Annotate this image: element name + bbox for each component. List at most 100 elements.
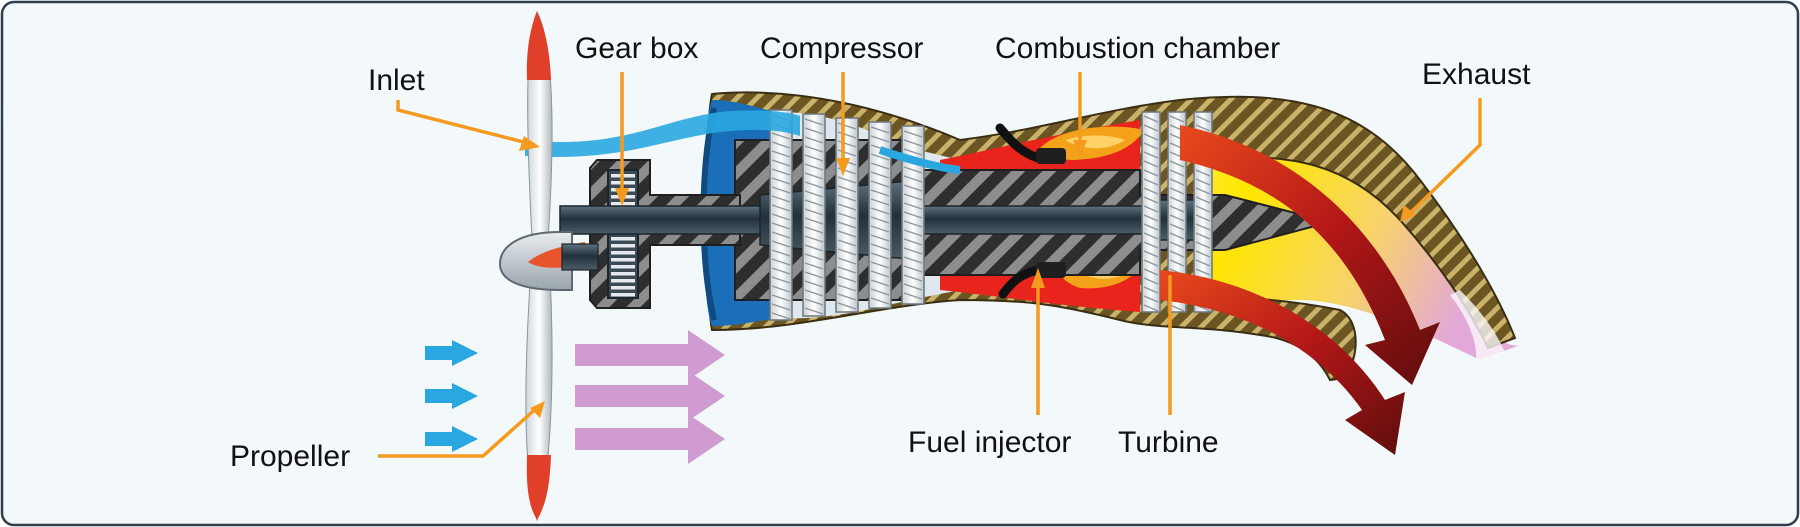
air-arrow-group: [425, 340, 478, 452]
compressor-blade: [771, 249, 791, 257]
compressor-blade: [804, 118, 824, 126]
leader-arrowheads: [519, 136, 1416, 418]
turbine-blade: [1169, 259, 1185, 267]
turbine-blade: [1143, 304, 1159, 312]
leader-lines: [378, 72, 1482, 458]
label-turbine: Turbine: [1118, 426, 1219, 459]
compressor-blade: [903, 238, 923, 246]
compressor-blade: [837, 239, 857, 247]
compressor-blade: [870, 270, 890, 278]
compressor-blade: [771, 159, 791, 167]
label-combustion-chamber: Combustion chamber: [995, 32, 1280, 65]
turbine-blade: [1169, 187, 1185, 195]
compressor-blade: [870, 243, 890, 251]
turbine-blade: [1143, 259, 1159, 267]
compressor-blade: [870, 279, 890, 287]
compressor-blade: [903, 265, 923, 273]
turbine-blade: [1143, 151, 1159, 159]
gear-tooth: [611, 237, 635, 241]
turbine-blade: [1195, 205, 1211, 213]
thrust-arrow-icon: [575, 330, 725, 380]
exhaust-arrow-upper-icon: [1180, 125, 1440, 385]
turbine-blade: [1143, 178, 1159, 186]
compressor-blade: [771, 204, 791, 212]
compressor-blade: [771, 186, 791, 194]
compressor-blade: [837, 140, 857, 148]
turbine-blade: [1195, 169, 1211, 177]
compressor-blade: [837, 230, 857, 238]
compressor-blade: [804, 127, 824, 135]
thrust-arrow-icon: [575, 414, 725, 464]
turbine-blade: [1143, 295, 1159, 303]
compressor-blade: [903, 166, 923, 174]
compressor-blade: [771, 150, 791, 158]
arrowhead-combustion: [1073, 140, 1087, 158]
turbine-blade: [1143, 169, 1159, 177]
compressor-blade: [804, 217, 824, 225]
compressor-blade: [771, 240, 791, 248]
turbine-blade: [1195, 214, 1211, 222]
compressor-blade: [804, 271, 824, 279]
turbine-blade: [1143, 268, 1159, 276]
thrust-arrow-group: [575, 330, 725, 464]
gear-tooth: [611, 286, 635, 290]
turbine-blade: [1169, 196, 1185, 204]
compressor-blade: [804, 190, 824, 198]
turbine-blade: [1143, 187, 1159, 195]
compressor-blade: [804, 289, 824, 297]
turbine-blade: [1195, 178, 1211, 186]
compressor-blade: [771, 276, 791, 284]
gear-tooth: [611, 258, 635, 262]
compressor-blade: [870, 252, 890, 260]
compressor-blade: [804, 181, 824, 189]
label-propeller: Propeller: [230, 440, 350, 473]
compressor-blade: [771, 294, 791, 302]
inlet-airflow: [525, 110, 800, 158]
compressor-blade: [837, 203, 857, 211]
turbine-blade: [1143, 133, 1159, 141]
compressor-blade: [837, 284, 857, 292]
compressor-blade: [804, 172, 824, 180]
leader-propeller: [378, 403, 542, 458]
compressor-blade: [870, 153, 890, 161]
exhaust-arrow-lower-icon: [1160, 270, 1405, 455]
compressor-blade: [804, 307, 824, 315]
turbine-blade: [1169, 115, 1185, 123]
turbine-blade: [1195, 250, 1211, 258]
compressor-blade: [870, 297, 890, 305]
gear-tooth: [611, 251, 635, 255]
turbine-blade: [1169, 250, 1185, 258]
compressor-blade: [870, 126, 890, 134]
arrowhead-gear-box: [615, 188, 629, 206]
arrowhead-inlet: [519, 136, 540, 151]
compressor-blade: [837, 302, 857, 310]
gear-tooth: [611, 244, 635, 248]
turbine-blade: [1143, 205, 1159, 213]
arrowhead-exhaust: [1400, 205, 1416, 222]
air-arrow-icon: [425, 340, 478, 366]
compressor-blade: [771, 231, 791, 239]
compressor-blade: [771, 177, 791, 185]
label-gear-box: Gear box: [575, 32, 698, 65]
compressor-blade: [903, 247, 923, 255]
compressor-blade: [771, 141, 791, 149]
compressor-blade: [903, 256, 923, 264]
air-arrow-icon: [425, 383, 478, 409]
compressor-blade: [771, 168, 791, 176]
compressor-blade: [837, 185, 857, 193]
compressor-blade: [903, 130, 923, 138]
compressor-disc: [769, 109, 793, 321]
turbine-blade: [1195, 241, 1211, 249]
turbine-blade: [1169, 169, 1185, 177]
compressor-blade: [837, 194, 857, 202]
compressor-blade: [771, 132, 791, 140]
compressor-rotor-icon: [769, 109, 925, 321]
fuel-nozzle-top-icon: [995, 123, 1066, 164]
compressor-blade: [837, 275, 857, 283]
gear-tooth: [611, 272, 635, 276]
arrowhead-fuel-injector: [1031, 268, 1045, 288]
label-fuel-injector: Fuel injector: [908, 426, 1071, 459]
compressor-blade: [804, 253, 824, 261]
compressor-blade: [804, 298, 824, 306]
